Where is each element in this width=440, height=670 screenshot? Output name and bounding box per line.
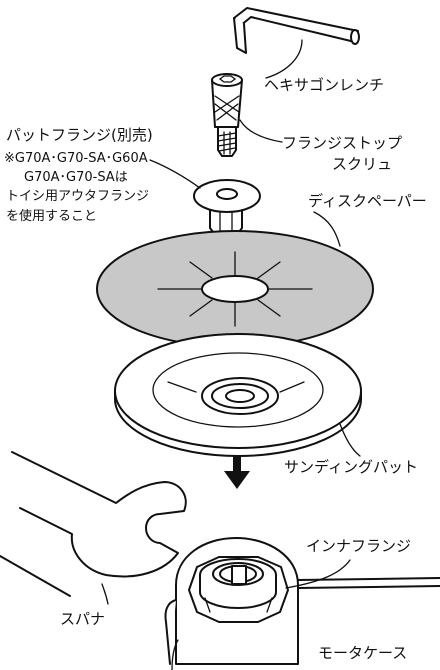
leader-hex-wrench (265, 39, 303, 79)
leader-spanner (101, 583, 109, 605)
label-flange-stop-screw-2: スクリュ (332, 155, 392, 173)
note-line-2: G70A･G70-SAは (24, 170, 128, 185)
label-flange-stop-screw-1: フランジストップ (282, 134, 402, 152)
down-arrow (224, 456, 250, 489)
note-line-1: ※G70A･G70-SA･G60A (4, 151, 148, 166)
leader-lines (101, 39, 361, 605)
label-hex-wrench: ヘキサゴンレンチ (264, 76, 384, 94)
label-inner-flange: インナフランジ (306, 537, 411, 555)
hex-wrench (233, 7, 360, 54)
label-disc-paper: ディスクペーパー (308, 192, 427, 210)
label-motor-case: モータケース (318, 644, 407, 662)
leader-screw (239, 119, 283, 143)
label-pad-flange: パットフランジ(別売) (6, 126, 153, 144)
label-spanner: スパナ (60, 610, 105, 628)
label-sanding-pad: サンディングパット (284, 458, 418, 476)
note-line-3: トイシ用アウタフランジ (6, 189, 149, 204)
pad-flange (193, 179, 261, 237)
leader-pad-flange (149, 159, 201, 189)
spanner (0, 451, 187, 597)
leader-disc-paper (313, 211, 341, 247)
leader-sanding-pad (339, 423, 361, 457)
note-line-4: を使用すること (6, 208, 97, 224)
sanding-pad (114, 333, 362, 457)
inner-flange (188, 556, 289, 623)
leader-inner-flange (285, 559, 351, 589)
disc-paper (96, 230, 374, 348)
flange-stop-screw (211, 73, 243, 157)
